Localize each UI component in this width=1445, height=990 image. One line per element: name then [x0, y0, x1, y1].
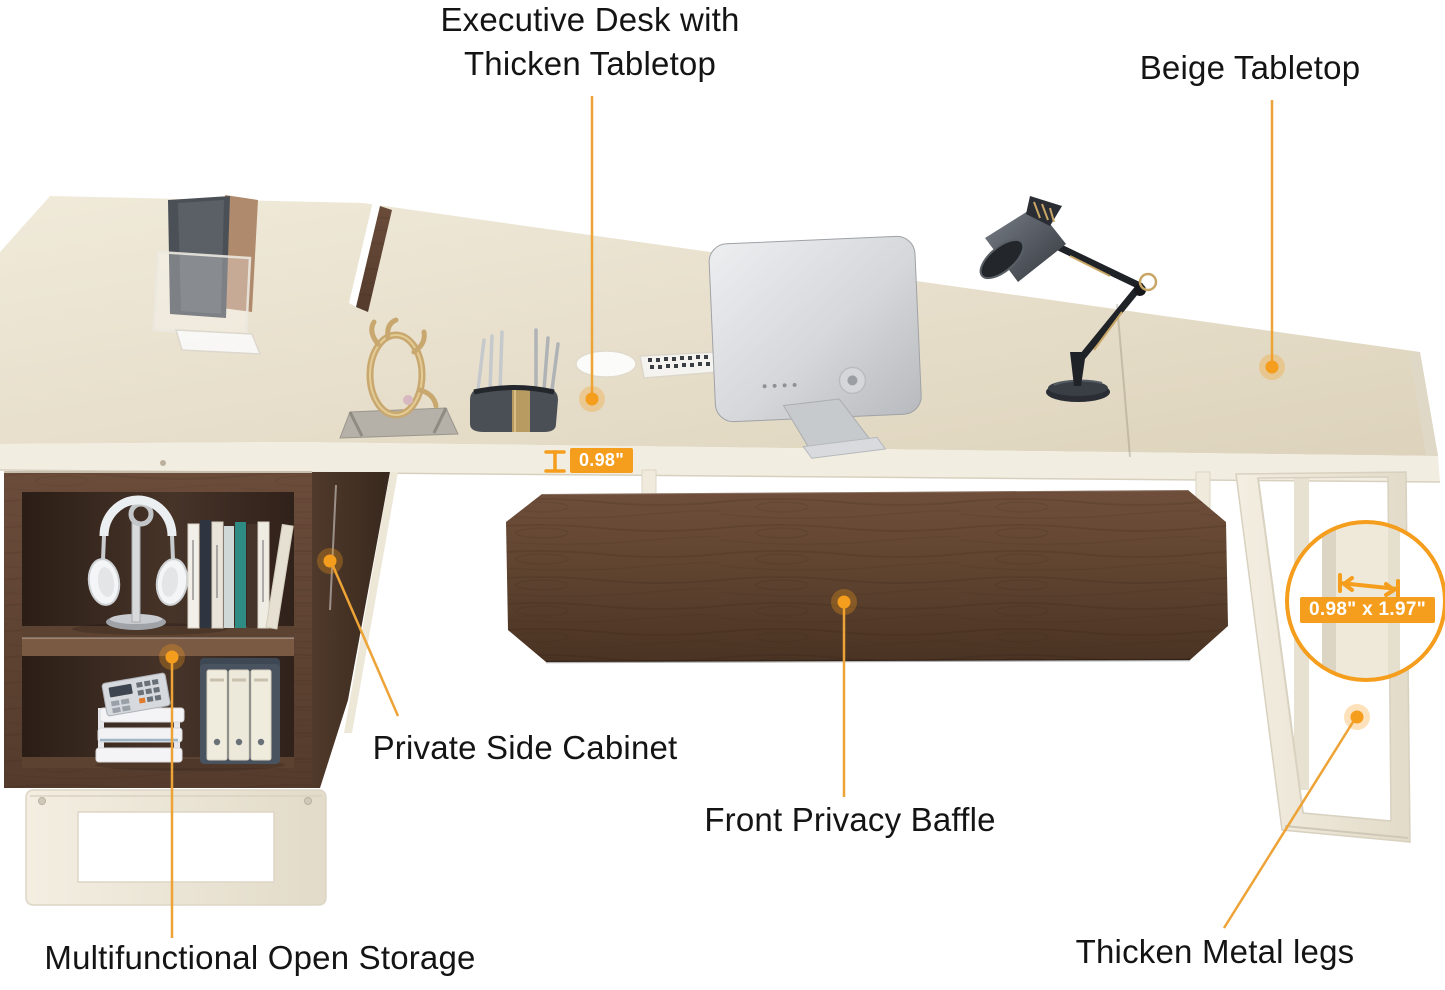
callout-leaders — [170, 96, 1355, 938]
width-measure-icon — [1338, 573, 1400, 599]
magnifier-ring — [1285, 520, 1445, 682]
tabletop-seam — [1116, 303, 1131, 458]
headphones-on-stand — [87, 495, 189, 630]
screw-cap — [160, 460, 166, 466]
label-thicken-metal-legs: Thicken Metal legs — [1075, 933, 1355, 970]
tabletop-right-edge — [1410, 352, 1438, 456]
open-storage-items — [72, 495, 294, 771]
callout-dots — [159, 354, 1370, 730]
screw-cap — [304, 797, 312, 805]
cabinet-side-panel — [312, 472, 398, 788]
screw-cap — [38, 797, 46, 805]
file-organizer — [152, 195, 262, 355]
label-executive-desk-line2: Thicken Tabletop — [463, 44, 717, 82]
corner-walnut-panel — [356, 206, 392, 312]
corner-gap — [349, 197, 380, 307]
label-private-side-cabinet: Private Side Cabinet — [372, 729, 678, 766]
leg-size-badge: 0.98" x 1.97" — [1300, 597, 1435, 623]
book-row — [187, 520, 294, 630]
label-executive-desk-line1: Executive Desk with — [440, 1, 740, 38]
leader-private-side-cabinet — [331, 565, 400, 717]
binders-in-holder — [200, 658, 280, 764]
keyboard — [639, 351, 721, 379]
label-beige-tabletop: Beige Tabletop — [1139, 49, 1361, 86]
tabletop-thickness-badge: 0.98" — [570, 448, 634, 473]
calculator — [101, 672, 171, 717]
desk-items — [152, 195, 1158, 459]
label-executive-desk: Executive Desk with Thicken Tabletop — [310, 0, 870, 85]
desk-lamp — [979, 196, 1158, 402]
sculpture — [339, 317, 459, 439]
front-privacy-baffle — [506, 469, 1228, 664]
cabinet-base-frame — [25, 789, 327, 906]
leader-thicken-metal-legs — [1222, 721, 1355, 929]
lamp-shade — [979, 196, 1066, 282]
imac-monitor — [708, 235, 922, 459]
paper-trays-with-calculator — [95, 672, 185, 763]
label-front-privacy-baffle: Front Privacy Baffle — [704, 801, 996, 838]
label-multifunctional-open-storage: Multifunctional Open Storage — [44, 939, 476, 976]
pen-holder — [470, 328, 560, 432]
middle-shelf-edge — [22, 638, 294, 656]
mouse — [575, 350, 637, 378]
thickness-measure-icon — [544, 450, 566, 473]
